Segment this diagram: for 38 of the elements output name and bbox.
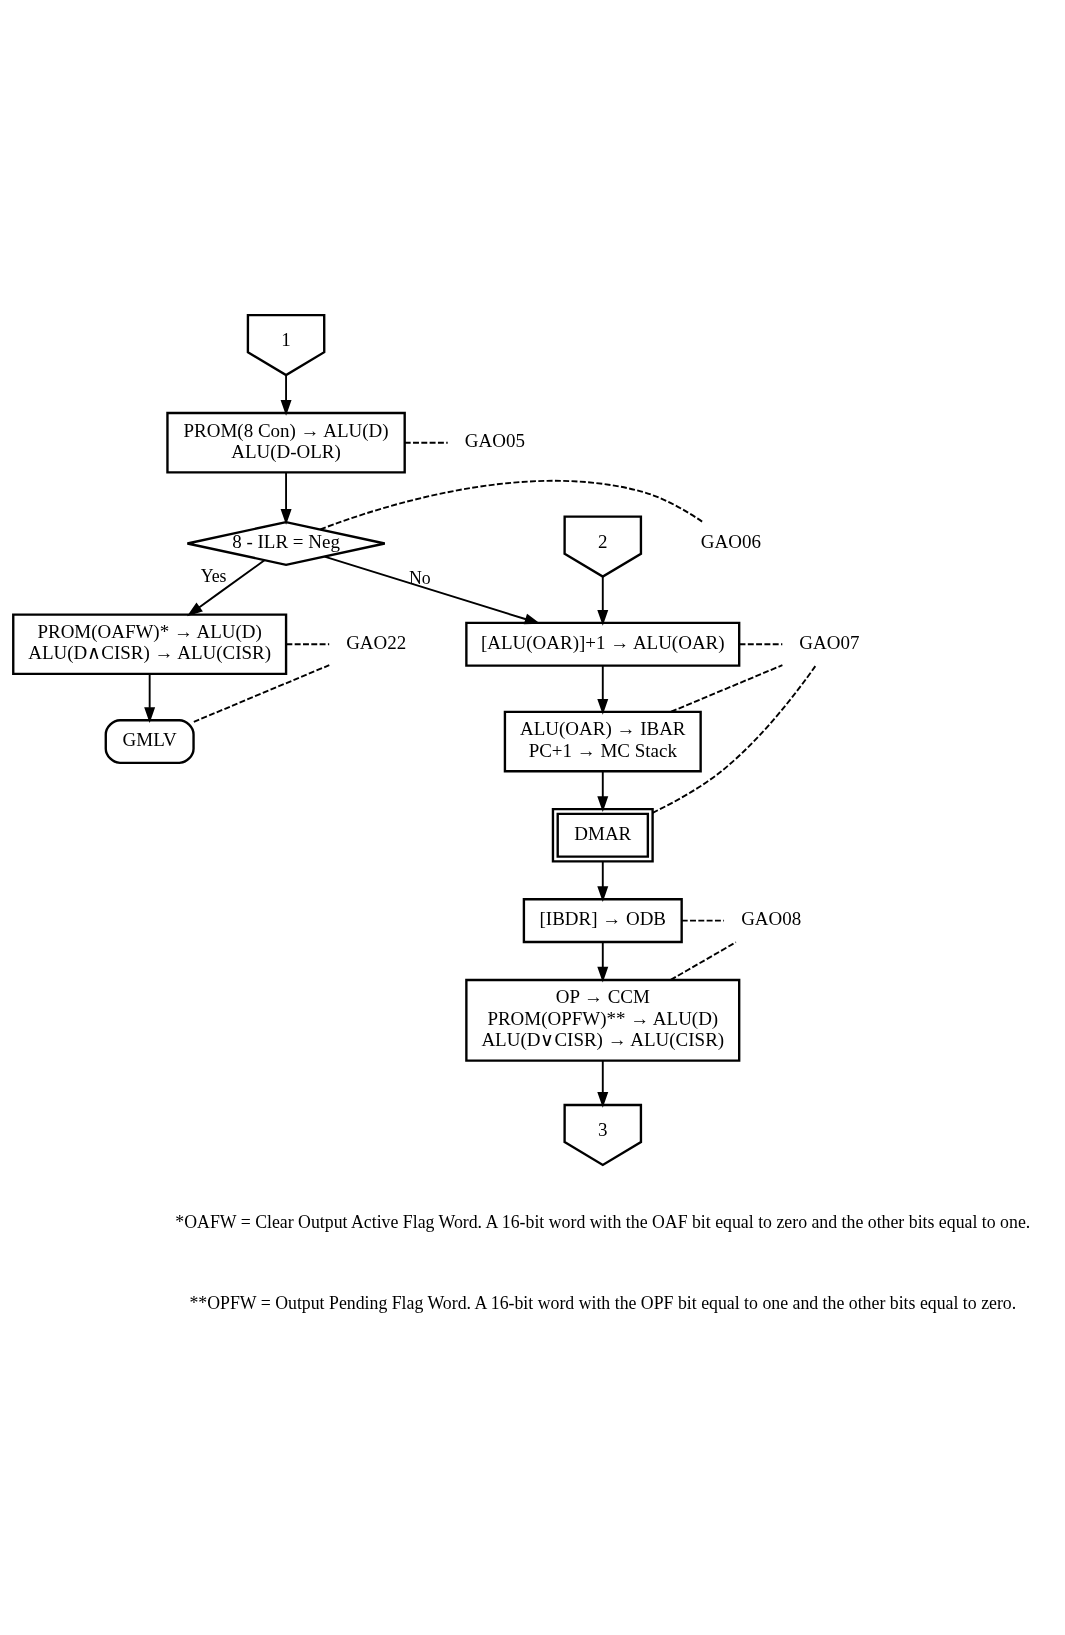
arrow xyxy=(597,665,609,715)
connector xyxy=(680,919,725,922)
node-box: PROM(OAFW)* → ALU(D) ALU(D∧CISR) → ALU(CISR) xyxy=(12,613,288,676)
node-box: PROM(8 Con) → ALU(D) ALU(D-OLR) xyxy=(166,411,406,474)
arrow xyxy=(280,374,292,416)
connector xyxy=(669,941,737,981)
arrow xyxy=(323,555,541,625)
connector xyxy=(192,664,331,723)
node-text: GAO06 xyxy=(700,531,761,552)
label: **OPFW = Output Pending Flag Word. A 16-bit word with the OPF bit equal to one and the other bits equal to zero. xyxy=(189,1293,1017,1314)
node-text: GAO05 xyxy=(464,430,525,452)
node-text: GAO07 xyxy=(799,631,860,653)
connector xyxy=(670,664,784,713)
node-diamond: 8 - ILR = Neg xyxy=(186,520,386,567)
arrow xyxy=(597,1059,609,1108)
arrow xyxy=(597,941,609,983)
connector xyxy=(319,479,704,531)
edge-label: Yes xyxy=(200,565,227,586)
arrow xyxy=(144,672,156,723)
arrow xyxy=(597,770,609,812)
arrow xyxy=(186,559,266,617)
node-box: OP → CCM PROM(OPFW)** → ALU(D) ALU(D∨CISR) → ALU(CISR) xyxy=(465,978,741,1062)
node-box: GMLV xyxy=(104,719,195,765)
label: *OAFW = Clear Output Active Flag Word. A 16-bit word with the OAF bit equal to zero and the other bits equal to one. xyxy=(175,1212,1031,1233)
node-box: [ALU(OAR)]+1 → ALU(OAR) xyxy=(465,621,741,667)
arrow xyxy=(280,471,292,525)
connector xyxy=(403,441,449,444)
node-box: DMAR xyxy=(551,807,654,863)
edge-label: No xyxy=(409,567,431,588)
connector xyxy=(738,643,784,646)
node-text: GAO08 xyxy=(741,908,802,930)
arrow xyxy=(597,575,609,626)
node-box: [IBDR] → ODB xyxy=(522,898,683,944)
connector xyxy=(651,664,817,814)
node-box: ALU(OAR) → IBAR PC+1 → MC Stack xyxy=(503,710,702,773)
connector xyxy=(285,643,331,646)
node-text: GAO22 xyxy=(346,631,407,653)
arrow xyxy=(597,860,609,902)
